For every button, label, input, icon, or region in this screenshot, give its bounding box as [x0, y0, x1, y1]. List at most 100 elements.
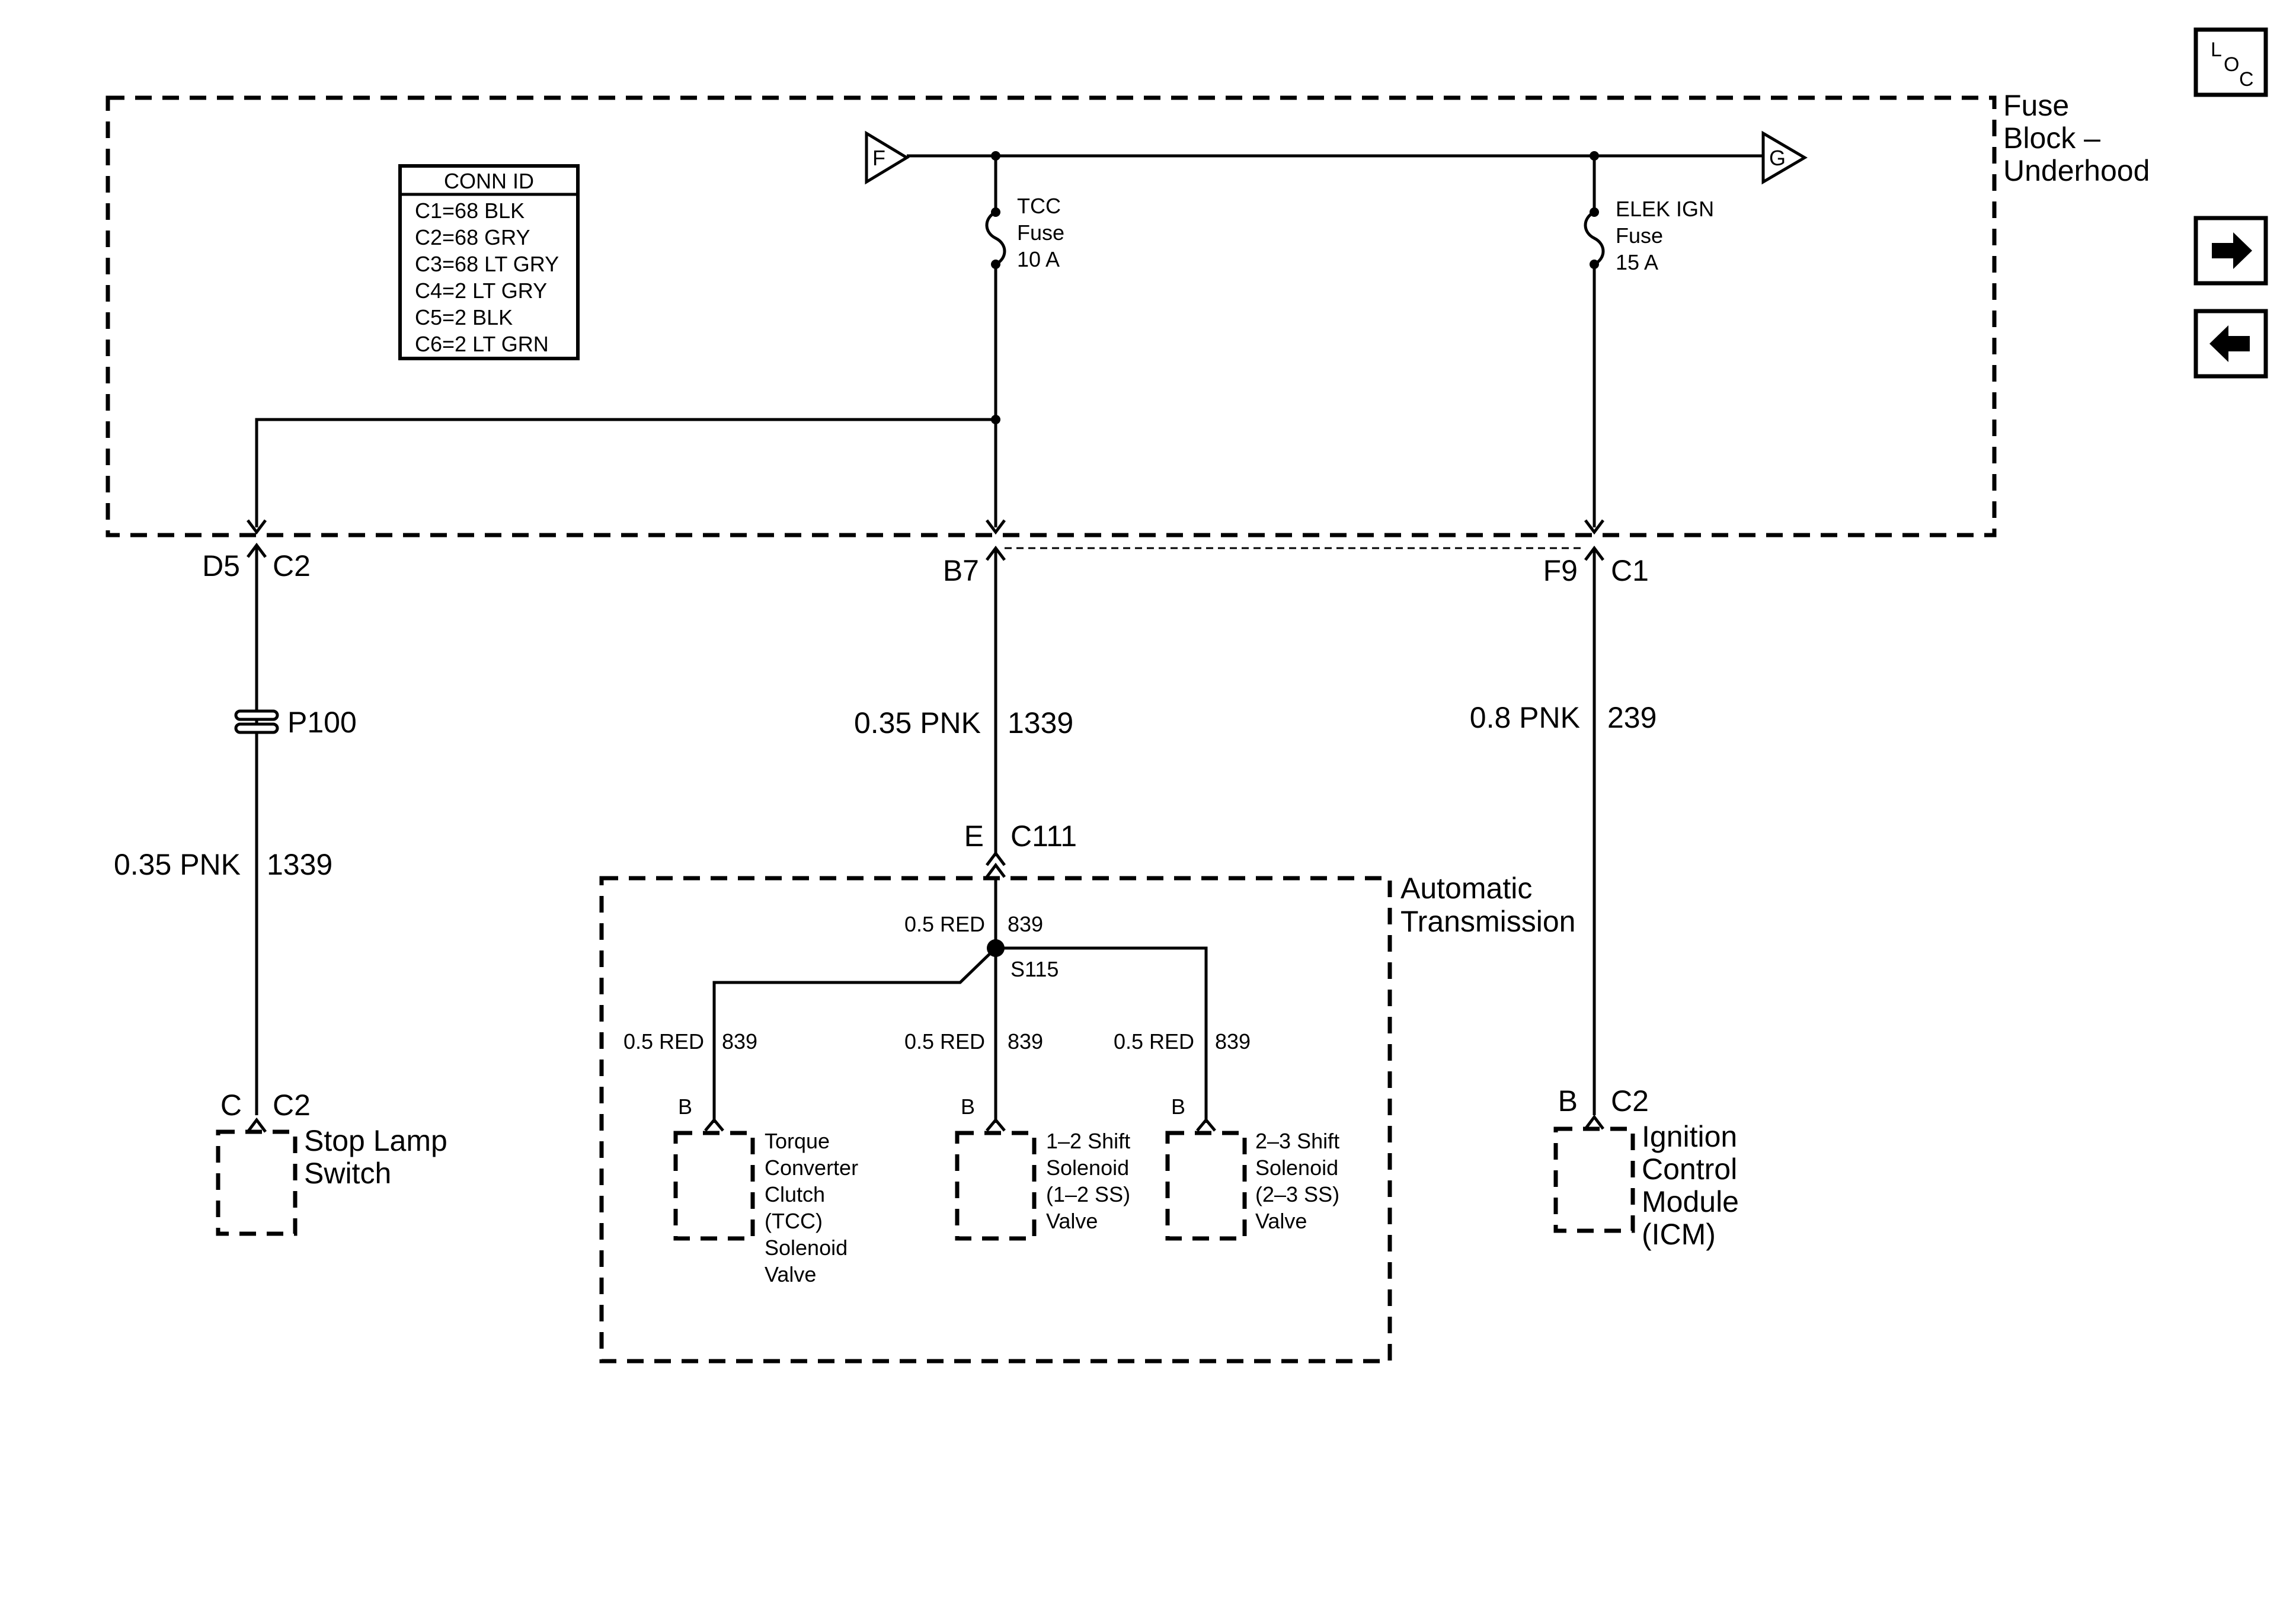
- conn-id-row: C4=2 LT GRY: [415, 279, 547, 303]
- stop-lamp-switch-box: [216, 1129, 298, 1236]
- connector-b7-arrow-icon: [986, 519, 1006, 535]
- back-button[interactable]: [2193, 309, 2268, 379]
- elek-ign-fuse: ELEK IGN Fuse 15 A: [1584, 156, 1714, 527]
- sol-wire-circuit: 839: [1215, 1029, 1251, 1054]
- stop-lamp-branch: D5 C2 P100 0.35 PNK 1339 C C2 Stop Lamp …: [114, 542, 447, 1236]
- ss23-pin: B: [1171, 1094, 1185, 1119]
- shift-solenoid-2-3: B 2–3 Shift Solenoid (2–3 SS) Valve: [1165, 1094, 1339, 1241]
- elek-fuse-label-3: 15 A: [1616, 250, 1658, 274]
- icm-wire-size-color: 0.8 PNK: [1470, 701, 1580, 734]
- conn-id-table: CONN ID C1=68 BLK C2=68 GRY C3=68 LT GRY…: [398, 164, 580, 360]
- ss12-line: Valve: [1046, 1209, 1098, 1233]
- fuse-block-title-line-2: Block –: [2003, 121, 2100, 155]
- icm-line-3: Module: [1642, 1185, 1739, 1218]
- ss12-pin: B: [961, 1094, 975, 1119]
- fuse-link-icon: [1584, 210, 1605, 266]
- splice-s115-label: S115: [1011, 957, 1059, 981]
- trans-box-title-2: Transmission: [1400, 905, 1575, 938]
- splice-p100-icon: [234, 709, 279, 734]
- tcc-fuse-label-3: 10 A: [1017, 247, 1060, 271]
- inline-pin: E: [964, 820, 984, 853]
- trans-feed-wire: 0.5 RED: [904, 912, 985, 936]
- ss12-line: Solenoid: [1046, 1156, 1129, 1180]
- location-button[interactable]: L O C: [2193, 27, 2268, 97]
- ss12-line: (1–2 SS): [1046, 1182, 1130, 1206]
- icm-line-2: Control: [1642, 1153, 1737, 1186]
- stop-component-connector: C2: [273, 1089, 311, 1122]
- solenoid-arrow-icon: [704, 1118, 724, 1132]
- sol-wire-color: 0.5 RED: [623, 1029, 704, 1054]
- bus-terminal-g-label: G: [1769, 146, 1786, 170]
- stop-branch-pin: D5: [202, 549, 240, 582]
- elek-fuse-label-2: Fuse: [1616, 223, 1663, 248]
- loc-letter-c: C: [2239, 68, 2254, 91]
- conn-id-row: C3=68 LT GRY: [415, 252, 559, 276]
- sol-wire-color: 0.5 RED: [1114, 1029, 1194, 1054]
- icm-component-connector: C2: [1611, 1084, 1649, 1118]
- tcc-solenoid-line: (TCC): [765, 1209, 823, 1233]
- stop-lamp-switch-line-1: Stop Lamp: [304, 1124, 447, 1157]
- inline-connector: C111: [1011, 820, 1077, 853]
- sol-wire-circuit: 839: [1008, 1029, 1043, 1054]
- icm-line-1: Ignition: [1642, 1120, 1737, 1153]
- bus-terminal-g-icon: [1761, 130, 1808, 185]
- bus-terminal-f-label: F: [872, 146, 885, 170]
- stop-wire-size-color: 0.35 PNK: [114, 848, 241, 881]
- tcc-solenoid-line: Torque: [765, 1129, 830, 1153]
- sol-wire-color: 0.5 RED: [904, 1029, 985, 1054]
- bus-terminal-f-icon: [865, 130, 910, 185]
- tcc-solenoid-line: Valve: [765, 1262, 816, 1286]
- fuse-block-underhood: Fuse Block – Underhood F G TCC Fuse 10 A: [105, 89, 2150, 537]
- inline-c111-arrow-icon: [986, 850, 1006, 866]
- tcc-solenoid: B Torque Converter Clutch (TCC) Solenoid…: [673, 1094, 858, 1286]
- tcc-solenoid-line: Converter: [765, 1156, 858, 1180]
- icm-branch-pin: F9: [1543, 554, 1578, 587]
- splice-p100-label: P100: [287, 706, 357, 739]
- transmission-branch: B7 0.35 PNK 1339 E C111 Automatic Transm…: [599, 545, 1585, 1363]
- solenoid-arrow-icon: [986, 1118, 1006, 1132]
- icm-wire-circuit: 239: [1607, 701, 1657, 734]
- trans-wire-size-color: 0.35 PNK: [854, 706, 981, 740]
- tcc-fuse-label-2: Fuse: [1017, 220, 1064, 245]
- tcc-solenoid-wire: [712, 947, 997, 1123]
- conn-id-row: C6=2 LT GRN: [415, 332, 549, 356]
- tcc-solenoid-line: Solenoid: [765, 1235, 848, 1260]
- conn-id-header: CONN ID: [444, 169, 534, 193]
- icm-branch-connector: C1: [1611, 554, 1649, 587]
- stop-component-pin: C: [220, 1089, 242, 1122]
- conn-id-row: C2=68 GRY: [415, 225, 530, 249]
- tcc-solenoid-line: Clutch: [765, 1182, 825, 1206]
- stop-component-arrow-icon: [247, 1117, 267, 1133]
- arrow-right-icon: [2212, 232, 2252, 269]
- loc-letter-l: L: [2211, 39, 2222, 61]
- shift-solenoid-1-2: B 1–2 Shift Solenoid (1–2 SS) Valve: [955, 1094, 1130, 1241]
- fuse-link-icon: [985, 210, 1006, 266]
- icm-branch: F9 C1 0.8 PNK 239 B C2 Ignition Control …: [1470, 545, 1739, 1251]
- stop-lamp-feed: [255, 418, 996, 527]
- stop-lamp-switch-line-2: Switch: [304, 1157, 391, 1190]
- tcc-fuse: TCC Fuse 10 A: [985, 156, 1064, 527]
- sol-wire-circuit: 839: [722, 1029, 757, 1054]
- connector-f9-arrow-icon: [1584, 519, 1604, 535]
- stop-wire-circuit: 1339: [267, 848, 332, 881]
- elek-fuse-label-1: ELEK IGN: [1616, 197, 1714, 221]
- fuse-block-title-line-3: Underhood: [2003, 154, 2150, 187]
- trans-branch-pin: B7: [943, 554, 979, 587]
- ignition-control-module-box: [1553, 1126, 1635, 1233]
- stop-branch-connector: C2: [273, 549, 311, 582]
- conn-id-row: C1=68 BLK: [415, 199, 525, 223]
- icm-component-pin: B: [1558, 1084, 1578, 1118]
- loc-letter-o: O: [2224, 53, 2239, 76]
- ss12-line: 1–2 Shift: [1046, 1129, 1130, 1153]
- ss23-line: (2–3 SS): [1255, 1182, 1339, 1206]
- trans-box-title-1: Automatic: [1400, 872, 1532, 905]
- tcc-solenoid-pin: B: [678, 1094, 692, 1119]
- inline-c111-arrow-icon: [986, 862, 1006, 878]
- connector-d5-arrow-icon: [247, 519, 267, 535]
- ss23-line: Solenoid: [1255, 1156, 1338, 1180]
- forward-button[interactable]: [2193, 216, 2268, 286]
- fuse-block-title-line-1: Fuse: [2003, 89, 2069, 122]
- arrow-left-icon: [2209, 325, 2250, 362]
- solenoid-arrow-icon: [1196, 1118, 1216, 1132]
